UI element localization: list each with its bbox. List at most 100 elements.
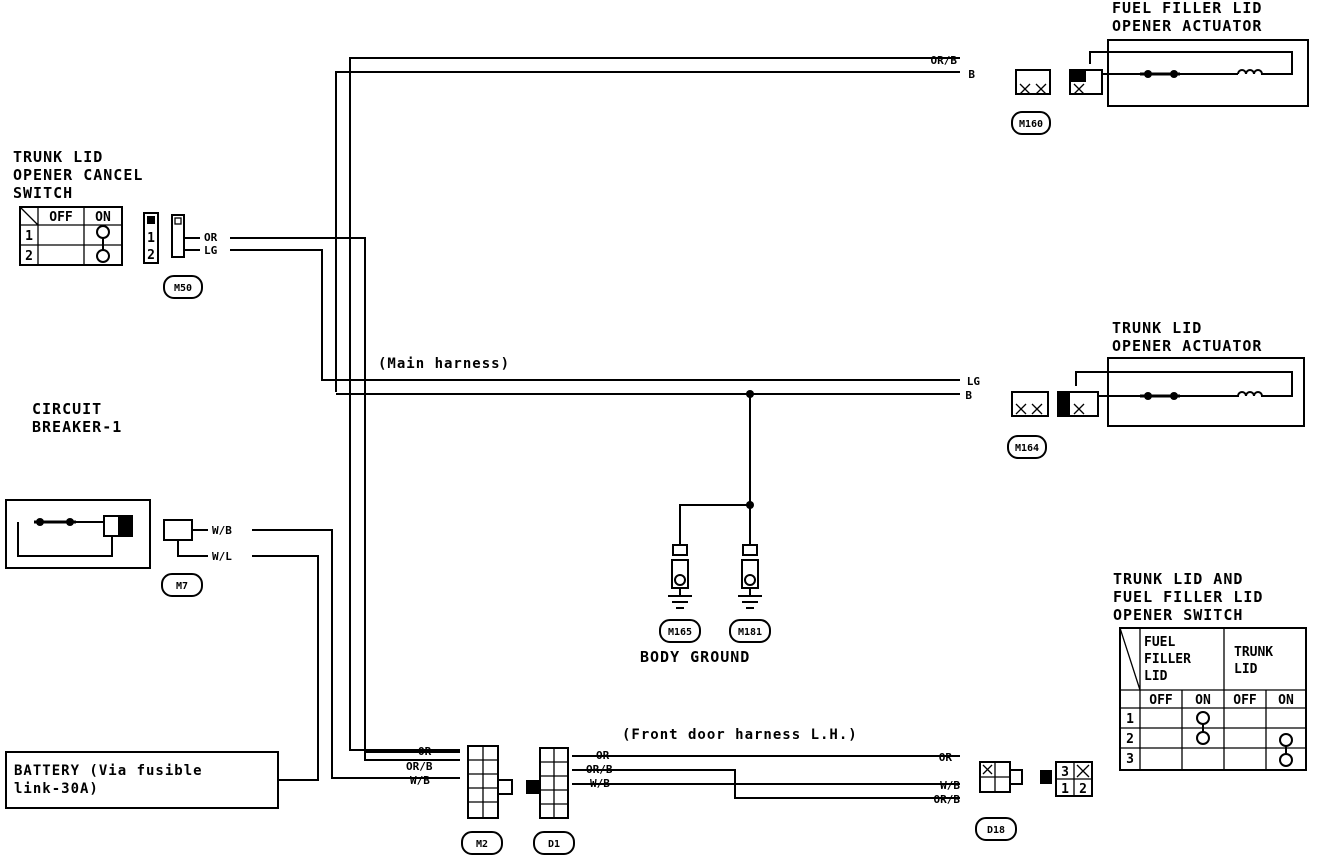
connector-tag-m160 bbox=[1011, 111, 1051, 135]
connector-tag-m2 bbox=[461, 831, 503, 855]
opener-group1-line2: FILLER bbox=[1144, 652, 1191, 667]
opener-pin-3: 3 bbox=[1061, 765, 1069, 780]
opener-subheader-off-1: OFF bbox=[1149, 693, 1173, 708]
connector-label-d18: D18 bbox=[987, 825, 1005, 836]
opener-pin-1: 1 bbox=[1061, 782, 1069, 797]
opener-switch-title-1: TRUNK LID AND bbox=[1113, 570, 1243, 588]
opener-row-1: 1 bbox=[1126, 712, 1134, 727]
m2-wire-or-b: OR/B bbox=[406, 760, 433, 773]
opener-subheader-off-2: OFF bbox=[1233, 693, 1257, 708]
connector-label-m181: M181 bbox=[738, 627, 762, 638]
connector-tag-d1 bbox=[533, 831, 575, 855]
connector-housing bbox=[163, 519, 193, 541]
actuator-spring-icon bbox=[1089, 51, 1293, 75]
circuit-breaker: CIRCUIT BREAKER-1 W/B W/L M7 bbox=[5, 400, 232, 597]
d1-wire-or-b: OR/B bbox=[586, 763, 613, 776]
trunk-actuator-box bbox=[1107, 357, 1305, 427]
cancel-switch: TRUNK LID OPENER CANCEL SWITCH OFF ON 1 … bbox=[13, 148, 218, 299]
opener-switch-table bbox=[1119, 627, 1307, 771]
connector-label-m164: M164 bbox=[1015, 443, 1039, 454]
connector-label-m2: M2 bbox=[476, 839, 488, 850]
battery-box bbox=[5, 751, 279, 809]
cancel-pin-2: 2 bbox=[147, 248, 155, 263]
m2-wire-or: OR bbox=[418, 745, 432, 758]
opener-group1-line1: FUEL bbox=[1144, 635, 1175, 650]
wire-b-fuel bbox=[335, 71, 960, 392]
wire-label-or: OR bbox=[204, 231, 218, 244]
trunk-actuator-title-1: TRUNK LID bbox=[1112, 319, 1202, 337]
d18-wire-or-b: OR/B bbox=[934, 793, 961, 806]
connector-housing bbox=[171, 214, 185, 258]
ground-terminal-icon bbox=[738, 544, 762, 609]
wire-w-b bbox=[252, 529, 460, 779]
cancel-pin-connector bbox=[143, 212, 159, 264]
d1-wire-w-b: W/B bbox=[590, 777, 610, 790]
cancel-switch-table bbox=[19, 206, 123, 266]
connector-label-m7: M7 bbox=[176, 581, 188, 592]
connector-label-m50: M50 bbox=[174, 283, 192, 294]
front-door-harness-label: (Front door harness L.H.) bbox=[622, 727, 858, 743]
splice-dot bbox=[746, 390, 754, 398]
wire-or-m2 bbox=[364, 740, 460, 761]
wire-lg bbox=[230, 249, 960, 381]
wire-label-or-b: OR/B bbox=[931, 54, 958, 67]
fuel-filler-actuator: FUEL FILLER LID OPENER ACTUATOR OR/B B M… bbox=[931, 0, 1309, 135]
opener-group1-line3: LID bbox=[1144, 669, 1168, 684]
wire-label-lg: LG bbox=[967, 375, 981, 388]
wire-w-l bbox=[252, 555, 319, 781]
circuit-breaker-title-1: CIRCUIT bbox=[32, 400, 102, 418]
connector-housing bbox=[1015, 69, 1051, 95]
cancel-pin-1: 1 bbox=[147, 231, 155, 246]
opener-subheader-on-1: ON bbox=[1195, 693, 1211, 708]
connector-tag-m7 bbox=[161, 573, 203, 597]
wire-label-b: B bbox=[968, 68, 975, 81]
trunk-actuator: TRUNK LID OPENER ACTUATOR LG B M164 bbox=[965, 319, 1305, 459]
fuel-actuator-title-2: OPENER ACTUATOR bbox=[1112, 17, 1262, 35]
body-ground-label: BODY GROUND bbox=[640, 648, 750, 666]
connector-label-d1: D1 bbox=[548, 839, 560, 850]
opener-pin-2: 2 bbox=[1079, 782, 1087, 797]
opener-row-3: 3 bbox=[1126, 752, 1134, 767]
actuator-spring-icon bbox=[1075, 371, 1293, 397]
wire-label-w-b: W/B bbox=[212, 524, 232, 537]
trunk-actuator-title-2: OPENER ACTUATOR bbox=[1112, 337, 1262, 355]
opener-switch: TRUNK LID AND FUEL FILLER LID OPENER SWI… bbox=[934, 570, 1307, 841]
splice-dot bbox=[746, 501, 754, 509]
cancel-table-header-on: ON bbox=[95, 210, 111, 225]
wire-label-lg-cancel: LG bbox=[204, 244, 218, 257]
opener-switch-title-2: FUEL FILLER LID bbox=[1113, 588, 1263, 606]
connector-tag-d18 bbox=[975, 817, 1017, 841]
opener-switch-title-3: OPENER SWITCH bbox=[1113, 606, 1243, 624]
connector-d1: OR OR/B W/B D1 bbox=[526, 747, 613, 855]
wire-or-cancel bbox=[230, 237, 460, 753]
cancel-switch-title-1: TRUNK LID bbox=[13, 148, 103, 166]
opener-group2-line2: LID bbox=[1234, 662, 1258, 677]
connector-label-m160: M160 bbox=[1019, 119, 1043, 130]
connector-tag-m181 bbox=[729, 619, 771, 643]
battery: BATTERY (Via fusible link-30A) bbox=[5, 751, 279, 809]
main-harness-label: (Main harness) bbox=[378, 356, 510, 372]
cancel-switch-title-2: OPENER CANCEL bbox=[13, 166, 143, 184]
wire-label-b-trunk: B bbox=[965, 389, 972, 402]
connector-label-m165: M165 bbox=[668, 627, 692, 638]
ground-terminal-icon bbox=[668, 544, 692, 609]
m2-wire-w-b: W/B bbox=[410, 774, 430, 787]
wire-ground-m165 bbox=[679, 504, 750, 545]
opener-row-2: 2 bbox=[1126, 732, 1134, 747]
wires bbox=[230, 57, 960, 799]
d18-wire-w-b: W/B bbox=[940, 779, 960, 792]
connector-tag-m50 bbox=[163, 275, 203, 299]
d1-wire-or: OR bbox=[596, 749, 610, 762]
connector-tag-m165 bbox=[659, 619, 701, 643]
cancel-table-row-1: 1 bbox=[25, 229, 33, 244]
d18-wire-or: OR bbox=[939, 751, 953, 764]
body-ground: M165 M181 BODY GROUND bbox=[640, 544, 771, 666]
fuel-actuator-title-1: FUEL FILLER LID bbox=[1112, 0, 1262, 17]
cancel-table-row-2: 2 bbox=[25, 249, 33, 264]
battery-label-1: BATTERY (Via fusible bbox=[14, 763, 203, 779]
opener-subheader-on-2: ON bbox=[1278, 693, 1294, 708]
connector-m2: OR OR/B W/B M2 bbox=[406, 745, 513, 855]
opener-group2-line1: TRUNK bbox=[1234, 645, 1273, 660]
wire-or-b-main bbox=[349, 57, 960, 751]
